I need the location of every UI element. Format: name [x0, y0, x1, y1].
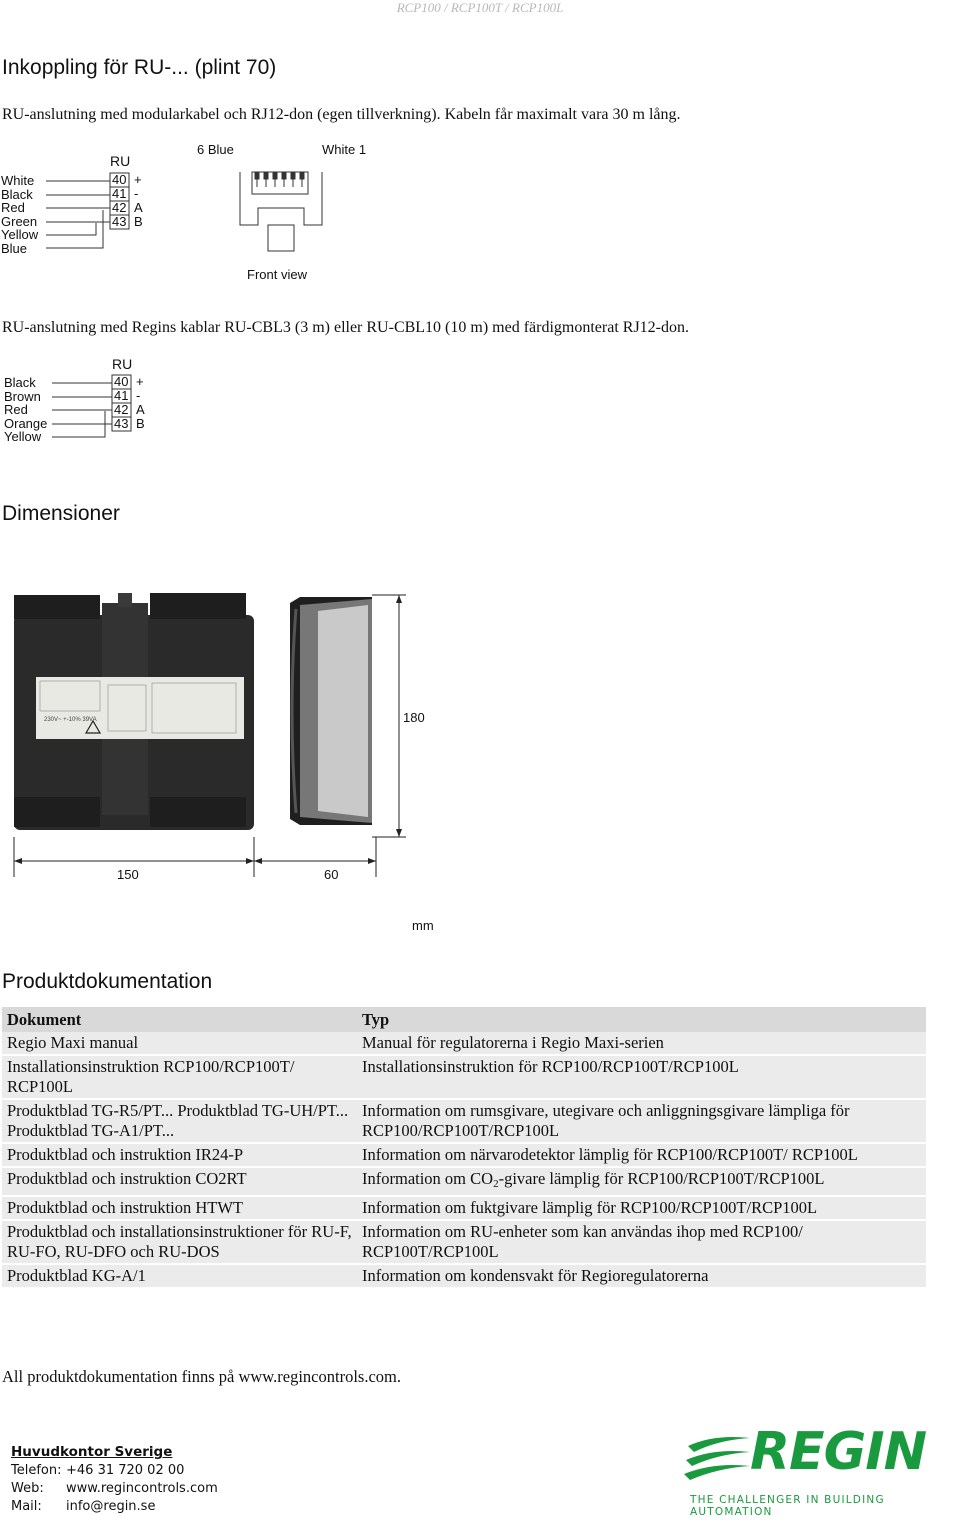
wire-label: Yellow	[1, 227, 39, 243]
signal: A	[134, 200, 143, 215]
wiring-lines	[46, 171, 323, 252]
docs-note: All produktdokumentation finns på www.re…	[2, 1367, 401, 1386]
wiring-lines	[52, 374, 132, 438]
type-text: Information om CO	[362, 1169, 494, 1188]
subscript: 2	[493, 1178, 499, 1190]
device-rating-label: 230V~ +-10% 39VA	[44, 717, 97, 723]
signal: -	[134, 186, 139, 201]
signal: +	[136, 374, 144, 389]
front-view-label: Front view	[247, 267, 307, 282]
table-row: Produktblad KG-A/1 Information om konden…	[2, 1264, 926, 1289]
terminal-numbers: 40 41 42 43	[114, 375, 128, 431]
section-title-dimensioner: Dimensioner	[2, 502, 120, 525]
terminal-signals: + - A B	[134, 173, 143, 229]
table-row: Produktblad TG-R5/PT... Produktblad TG-U…	[2, 1099, 926, 1144]
dimension-unit: mm	[412, 918, 434, 933]
signal: B	[134, 214, 143, 229]
column-header-typ: Typ	[357, 1007, 926, 1032]
table-row: Produktblad och instruktion IR24-P Infor…	[2, 1143, 926, 1168]
wiring-diagram-1: RU White Black Red Green Yellow Blue	[0, 140, 400, 290]
terminal: 43	[112, 214, 127, 229]
phone-label: Telefon:	[11, 1463, 62, 1478]
type-cell: Installationsinstruktion för RCP100/RCP1…	[357, 1055, 926, 1100]
phone-value: +46 31 720 02 00	[66, 1463, 185, 1478]
wire-label: Green	[1, 213, 38, 229]
mail-label: Mail:	[11, 1499, 42, 1514]
doc-cell: Produktblad och installationsinstruktion…	[2, 1220, 357, 1265]
dimension-width: 150	[117, 867, 139, 882]
wire-label: White	[1, 173, 35, 188]
table-row: Produktblad och instruktion CO2RT Inform…	[2, 1167, 926, 1197]
wire-label: Red	[1, 200, 25, 216]
wiring-diagram-2: RU Black Brown Red Orange Yellow 40 41 4…	[0, 354, 200, 454]
table-row: Regio Maxi manual Manual för regulatorer…	[2, 1032, 926, 1056]
wire-label: Orange	[4, 415, 48, 431]
doc-cell: Regio Maxi manual	[2, 1032, 357, 1056]
section-title-inkoppling: Inkoppling för RU-... (plint 70)	[2, 56, 277, 79]
logo-wordmark: REGIN	[750, 1422, 927, 1482]
type-cell: Information om kondensvakt för Regioregu…	[357, 1264, 926, 1289]
type-cell: Information om rumsgivare, utegivare och…	[357, 1099, 926, 1144]
type-text: -givare lämplig för RCP100/RCP100T/RCP10…	[498, 1169, 825, 1188]
dimension-depth: 60	[324, 867, 339, 882]
terminal: 40	[114, 374, 129, 389]
terminal: 42	[114, 402, 129, 417]
terminal: 40	[112, 172, 127, 187]
wire-label: Yellow	[4, 429, 42, 445]
type-cell: Information om fuktgivare lämplig för RC…	[357, 1196, 926, 1221]
type-cell: Manual för regulatorerna i Regio Maxi-se…	[357, 1032, 926, 1056]
regin-logo: REGIN	[684, 1422, 934, 1486]
logo-tagline: THE CHALLENGER IN BUILDING AUTOMATION	[690, 1494, 885, 1518]
wire-label: Brown	[4, 388, 41, 404]
mail-link[interactable]: info@regin.se	[66, 1499, 156, 1514]
table-row: Installationsinstruktion RCP100/RCP100T/…	[2, 1055, 926, 1100]
wire-label: Black	[1, 186, 33, 202]
table-row: Produktblad och installationsinstruktion…	[2, 1220, 926, 1265]
signal: B	[136, 416, 145, 431]
type-cell: Information om närvarodetektor lämplig f…	[357, 1143, 926, 1168]
wire-label: Black	[4, 375, 36, 390]
wire-label: Blue	[1, 241, 28, 256]
pin-label-left: 6 Blue	[197, 142, 234, 157]
section-title-produktdokumentation: Produktdokumentation	[2, 970, 213, 993]
terminal: 41	[112, 186, 127, 201]
doc-cell: Produktblad och instruktion HTWT	[2, 1196, 357, 1221]
wire-label: Red	[4, 402, 28, 418]
terminal-numbers: 40 41 42 43	[112, 173, 126, 229]
section-text-1: RU-anslutning med modularkabel och RJ12-…	[2, 106, 681, 123]
ru-label: RU	[110, 153, 131, 169]
signal: +	[134, 172, 142, 187]
dimension-height: 180	[403, 710, 425, 725]
page-header: RCP100 / RCP100T / RCP100L	[396, 0, 564, 15]
terminal-signals: + - A B	[136, 375, 145, 431]
doc-cell: Produktblad TG-R5/PT... Produktblad TG-U…	[2, 1099, 357, 1144]
terminal: 42	[112, 200, 127, 215]
type-cell: Information om CO2-givare lämplig för RC…	[357, 1167, 926, 1197]
pin-label-right: White 1	[322, 142, 367, 157]
signal: -	[136, 388, 141, 403]
doc-cell: Installationsinstruktion RCP100/RCP100T/…	[2, 1055, 357, 1100]
device-drawing: 230V~ +-10% 39VA	[13, 593, 406, 877]
documentation-table: Dokument Typ Regio Maxi manual Manual fö…	[2, 1007, 926, 1289]
terminal: 43	[114, 416, 129, 431]
web-link[interactable]: www.regincontrols.com	[66, 1481, 218, 1496]
footer-heading: Huvudkontor Sverige	[11, 1444, 173, 1460]
column-header-dokument: Dokument	[2, 1007, 357, 1032]
logo-swoosh-icon	[684, 1437, 750, 1480]
doc-cell: Produktblad och instruktion IR24-P	[2, 1143, 357, 1168]
section-text-2: RU-anslutning med Regins kablar RU-CBL3 …	[2, 319, 689, 336]
doc-cell: Produktblad KG-A/1	[2, 1264, 357, 1289]
table-row: Produktblad och instruktion HTWT Informa…	[2, 1196, 926, 1221]
ru-label: RU	[112, 356, 133, 372]
type-cell: Information om RU-enheter som kan använd…	[357, 1220, 926, 1265]
terminal: 41	[114, 388, 129, 403]
web-label: Web:	[11, 1481, 44, 1496]
signal: A	[136, 402, 145, 417]
doc-cell: Produktblad och instruktion CO2RT	[2, 1167, 357, 1197]
